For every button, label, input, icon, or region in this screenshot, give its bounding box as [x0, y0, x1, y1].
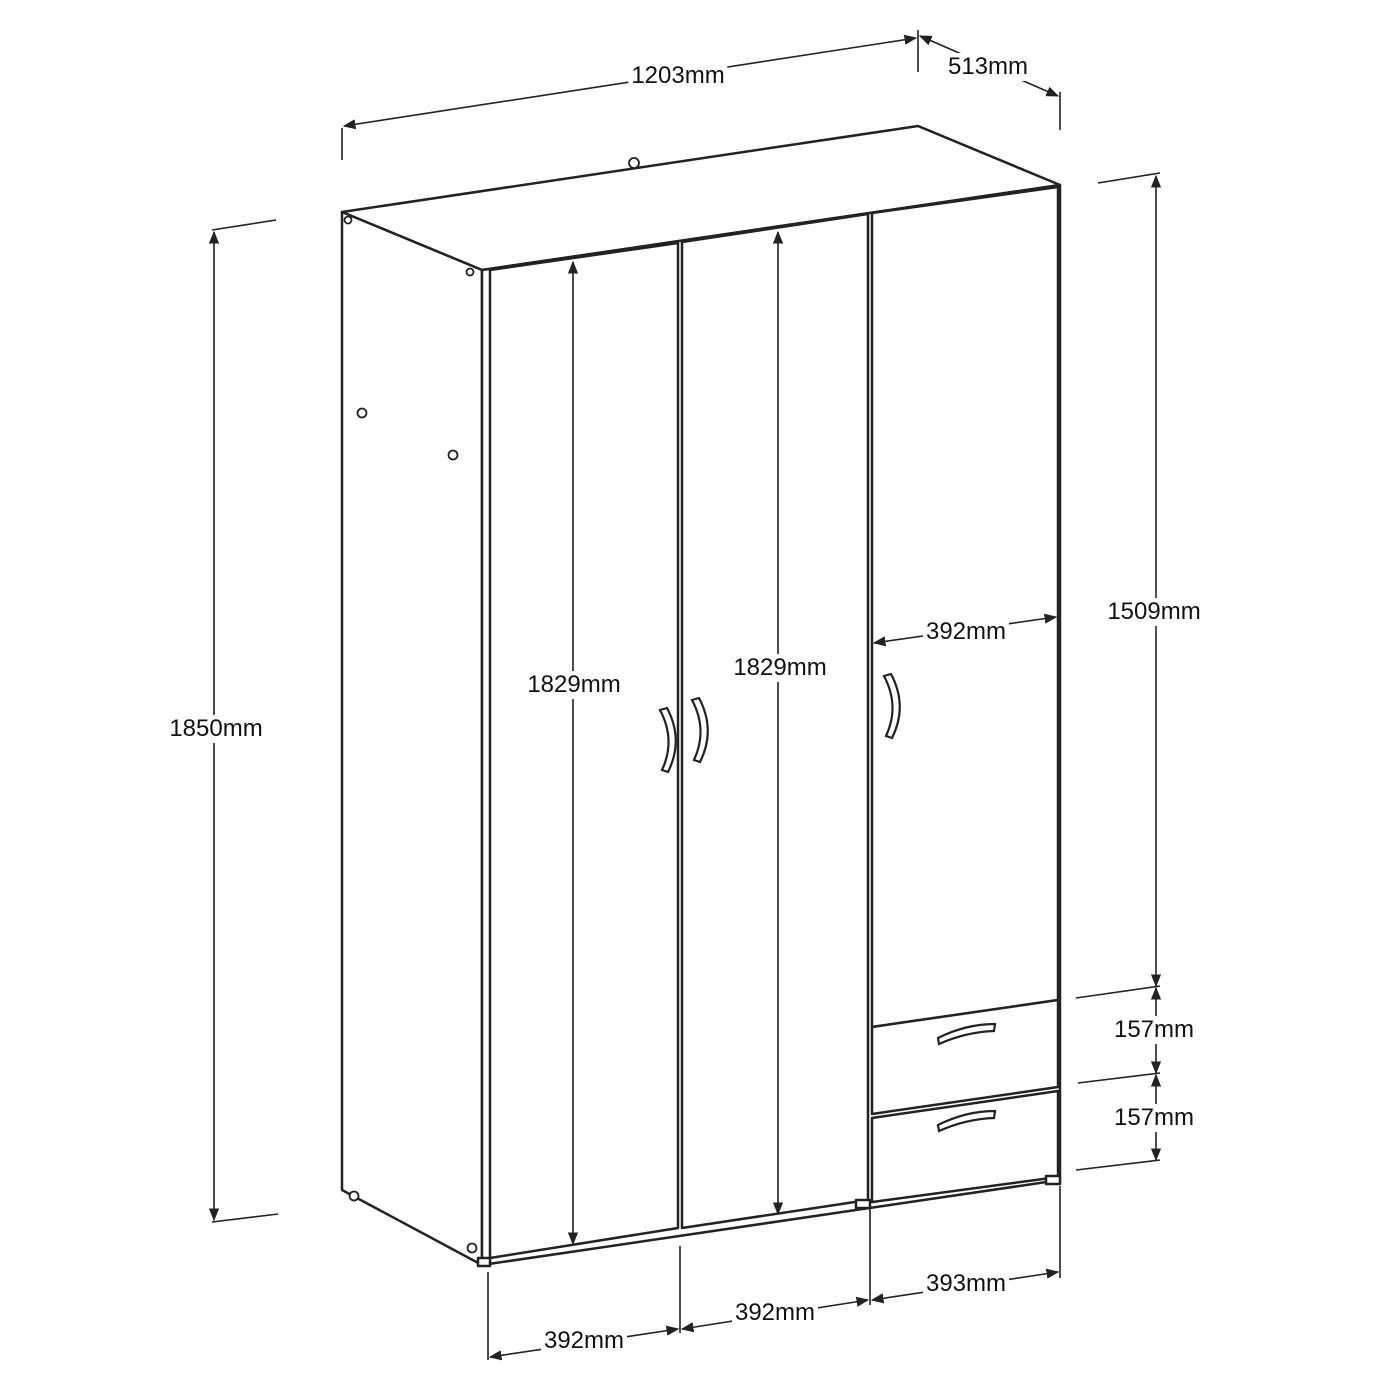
foot-left: [476, 1256, 492, 1268]
dim-right-door-height: 1509mm: [1104, 598, 1204, 626]
door-right: [870, 185, 1060, 1029]
dim-door-middle-width: 392mm: [731, 1299, 819, 1327]
dim-right-door-width: 392mm: [922, 618, 1010, 646]
drawer-top: [870, 998, 1060, 1116]
side-hole: [447, 449, 459, 461]
door-left: [488, 241, 680, 1260]
foot-middle: [854, 1198, 872, 1210]
dim-drawer-top-height: 157mm: [1110, 1016, 1198, 1044]
dim-depth: 513mm: [944, 53, 1032, 81]
dim-door-left-width: 392mm: [540, 1327, 628, 1355]
top-fitting: [628, 157, 640, 169]
dim-door-left-height: 1829mm: [524, 671, 624, 699]
side-hole: [356, 407, 368, 419]
side-hole: [466, 1242, 478, 1254]
dim-door-middle-height: 1829mm: [730, 654, 830, 682]
dim-drawer-bottom-height: 157mm: [1110, 1104, 1198, 1132]
side-hole: [343, 215, 353, 225]
dim-overall-width: 1203mm: [628, 62, 728, 90]
drawer-handle-bottom: [936, 1109, 997, 1133]
door-handle-left: [658, 706, 677, 774]
dim-overall-height: 1850mm: [166, 715, 266, 743]
drawer-handle-top: [936, 1022, 997, 1046]
foot-right: [1044, 1174, 1062, 1186]
wardrobe-side-panel: [340, 210, 484, 1267]
door-handle-right: [882, 672, 901, 740]
door-handle-middle: [690, 696, 709, 764]
side-hole: [348, 1190, 360, 1202]
side-hole: [465, 267, 475, 277]
door-middle: [680, 212, 870, 1230]
dim-drawer-width: 393mm: [922, 1270, 1010, 1298]
